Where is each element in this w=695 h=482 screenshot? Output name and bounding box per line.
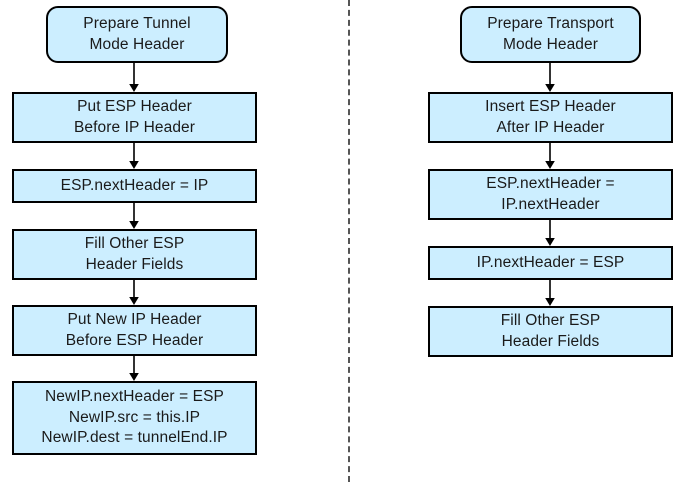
node-fill-other-esp-header-fields[interactable]: Fill Other ESP Header Fields [12, 229, 257, 280]
arrow-esp-nextheader-to-fill-other [129, 203, 139, 229]
arrow-esp-nextheader-to-ip-nextheader [545, 220, 555, 246]
arrow-put-new-ip-to-newip-fields [129, 356, 139, 381]
node-insert-esp-header-after-ip-header[interactable]: Insert ESP Header After IP Header [428, 92, 673, 143]
node-put-esp-header-before-ip-header[interactable]: Put ESP Header Before IP Header [12, 92, 257, 143]
node-fill-other-esp-header-fields[interactable]: Fill Other ESP Header Fields [428, 306, 673, 357]
arrow-transport-start-to-insert-esp [545, 63, 555, 92]
node-ip-nextheader-equals-esp[interactable]: IP.nextHeader = ESP [428, 246, 673, 280]
vertical-dashed-divider [348, 0, 350, 482]
arrow-fill-other-to-put-new-ip [129, 280, 139, 305]
arrow-ip-nextheader-to-fill-other [545, 280, 555, 306]
node-prepare-tunnel-mode-header[interactable]: Prepare Tunnel Mode Header [46, 6, 228, 63]
node-esp-nextheader-equals-ip[interactable]: ESP.nextHeader = IP [12, 169, 257, 203]
node-prepare-transport-mode-header[interactable]: Prepare Transport Mode Header [460, 6, 641, 63]
node-put-new-ip-header-before-esp-header[interactable]: Put New IP Header Before ESP Header [12, 305, 257, 356]
node-esp-nextheader-equals-ip-nextheader[interactable]: ESP.nextHeader = IP.nextHeader [428, 169, 673, 220]
node-newip-field-assignments[interactable]: NewIP.nextHeader = ESP NewIP.src = this.… [12, 381, 257, 455]
arrow-put-esp-to-esp-nextheader [129, 143, 139, 169]
arrow-tunnel-start-to-put-esp [129, 63, 139, 92]
arrow-insert-esp-to-esp-nextheader [545, 143, 555, 169]
